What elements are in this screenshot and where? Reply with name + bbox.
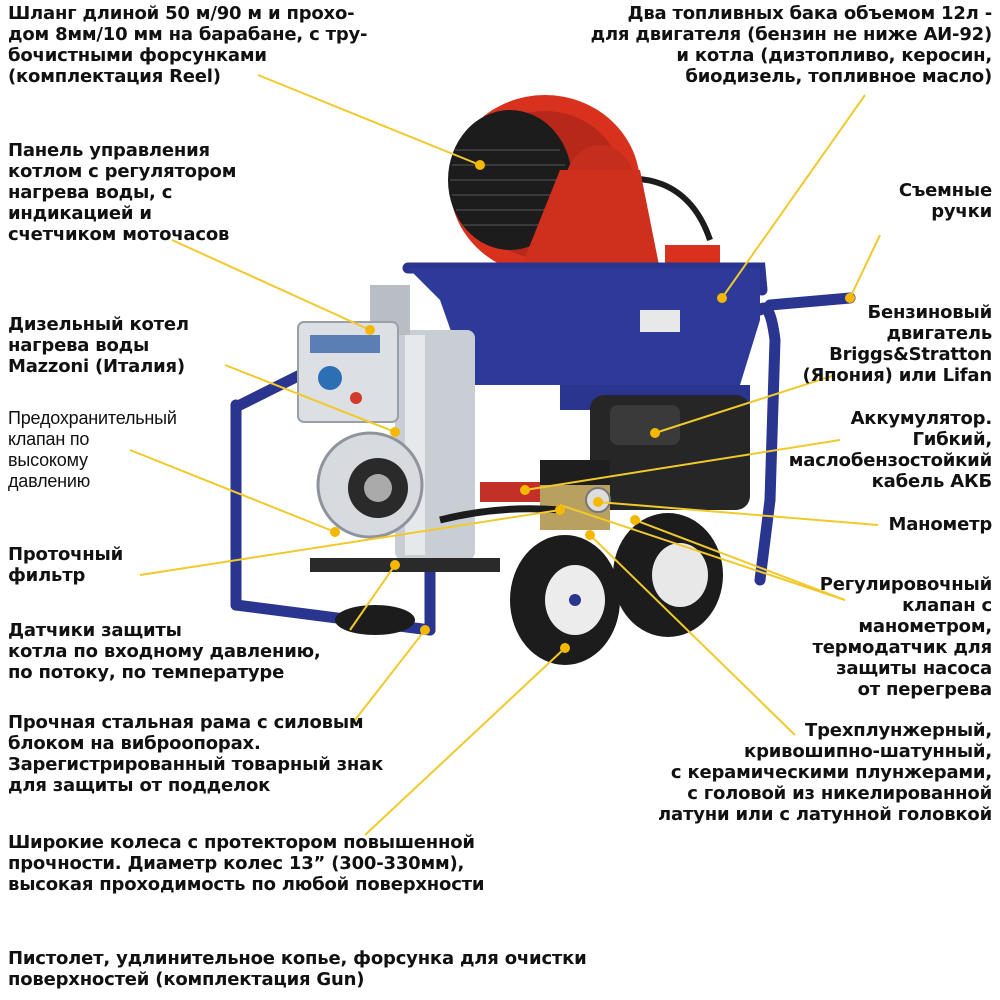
label-regulator: Регулировочный клапан с манометром, терм… bbox=[812, 574, 993, 700]
label-gauge: Манометр bbox=[888, 514, 993, 535]
label-safety-valve: Предохранительный клапан по высокому дав… bbox=[8, 408, 177, 491]
control-panel bbox=[297, 321, 399, 423]
label-filter: Проточный фильтр bbox=[8, 544, 123, 586]
label-engine: Бензиновый двигатель Briggs&Stratton (Яп… bbox=[802, 302, 993, 386]
label-sensors: Датчики защиты котла по входному давлени… bbox=[8, 620, 321, 683]
label-wheels: Широкие колеса с протектором повышенной … bbox=[8, 832, 485, 895]
label-control-panel: Панель управления котлом с регулятором н… bbox=[8, 140, 237, 245]
label-boiler: Дизельный котел нагрева воды Mazzoni (Ит… bbox=[8, 314, 189, 377]
label-fuel-tanks: Два топливных бака объемом 12л - для дви… bbox=[590, 3, 993, 87]
label-hose-reel: Шланг длиной 50 м/90 м и прохо- дом 8мм/… bbox=[8, 3, 368, 87]
pump bbox=[310, 482, 611, 572]
label-pump: Трехплунжерный, кривошипно-шатунный, с к… bbox=[658, 720, 992, 825]
hose-reel bbox=[448, 95, 720, 275]
callout-dots bbox=[330, 160, 855, 653]
leader-lines bbox=[129, 74, 881, 836]
label-frame: Прочная стальная рама с силовым блоком н… bbox=[8, 712, 384, 796]
label-battery: Аккумулятор. Гибкий, маслобензостойкий к… bbox=[788, 408, 992, 492]
label-handles: Съемные ручки bbox=[898, 180, 992, 222]
label-gun: Пистолет, удлинительное копье, форсунка … bbox=[8, 948, 587, 990]
burner bbox=[316, 431, 424, 539]
